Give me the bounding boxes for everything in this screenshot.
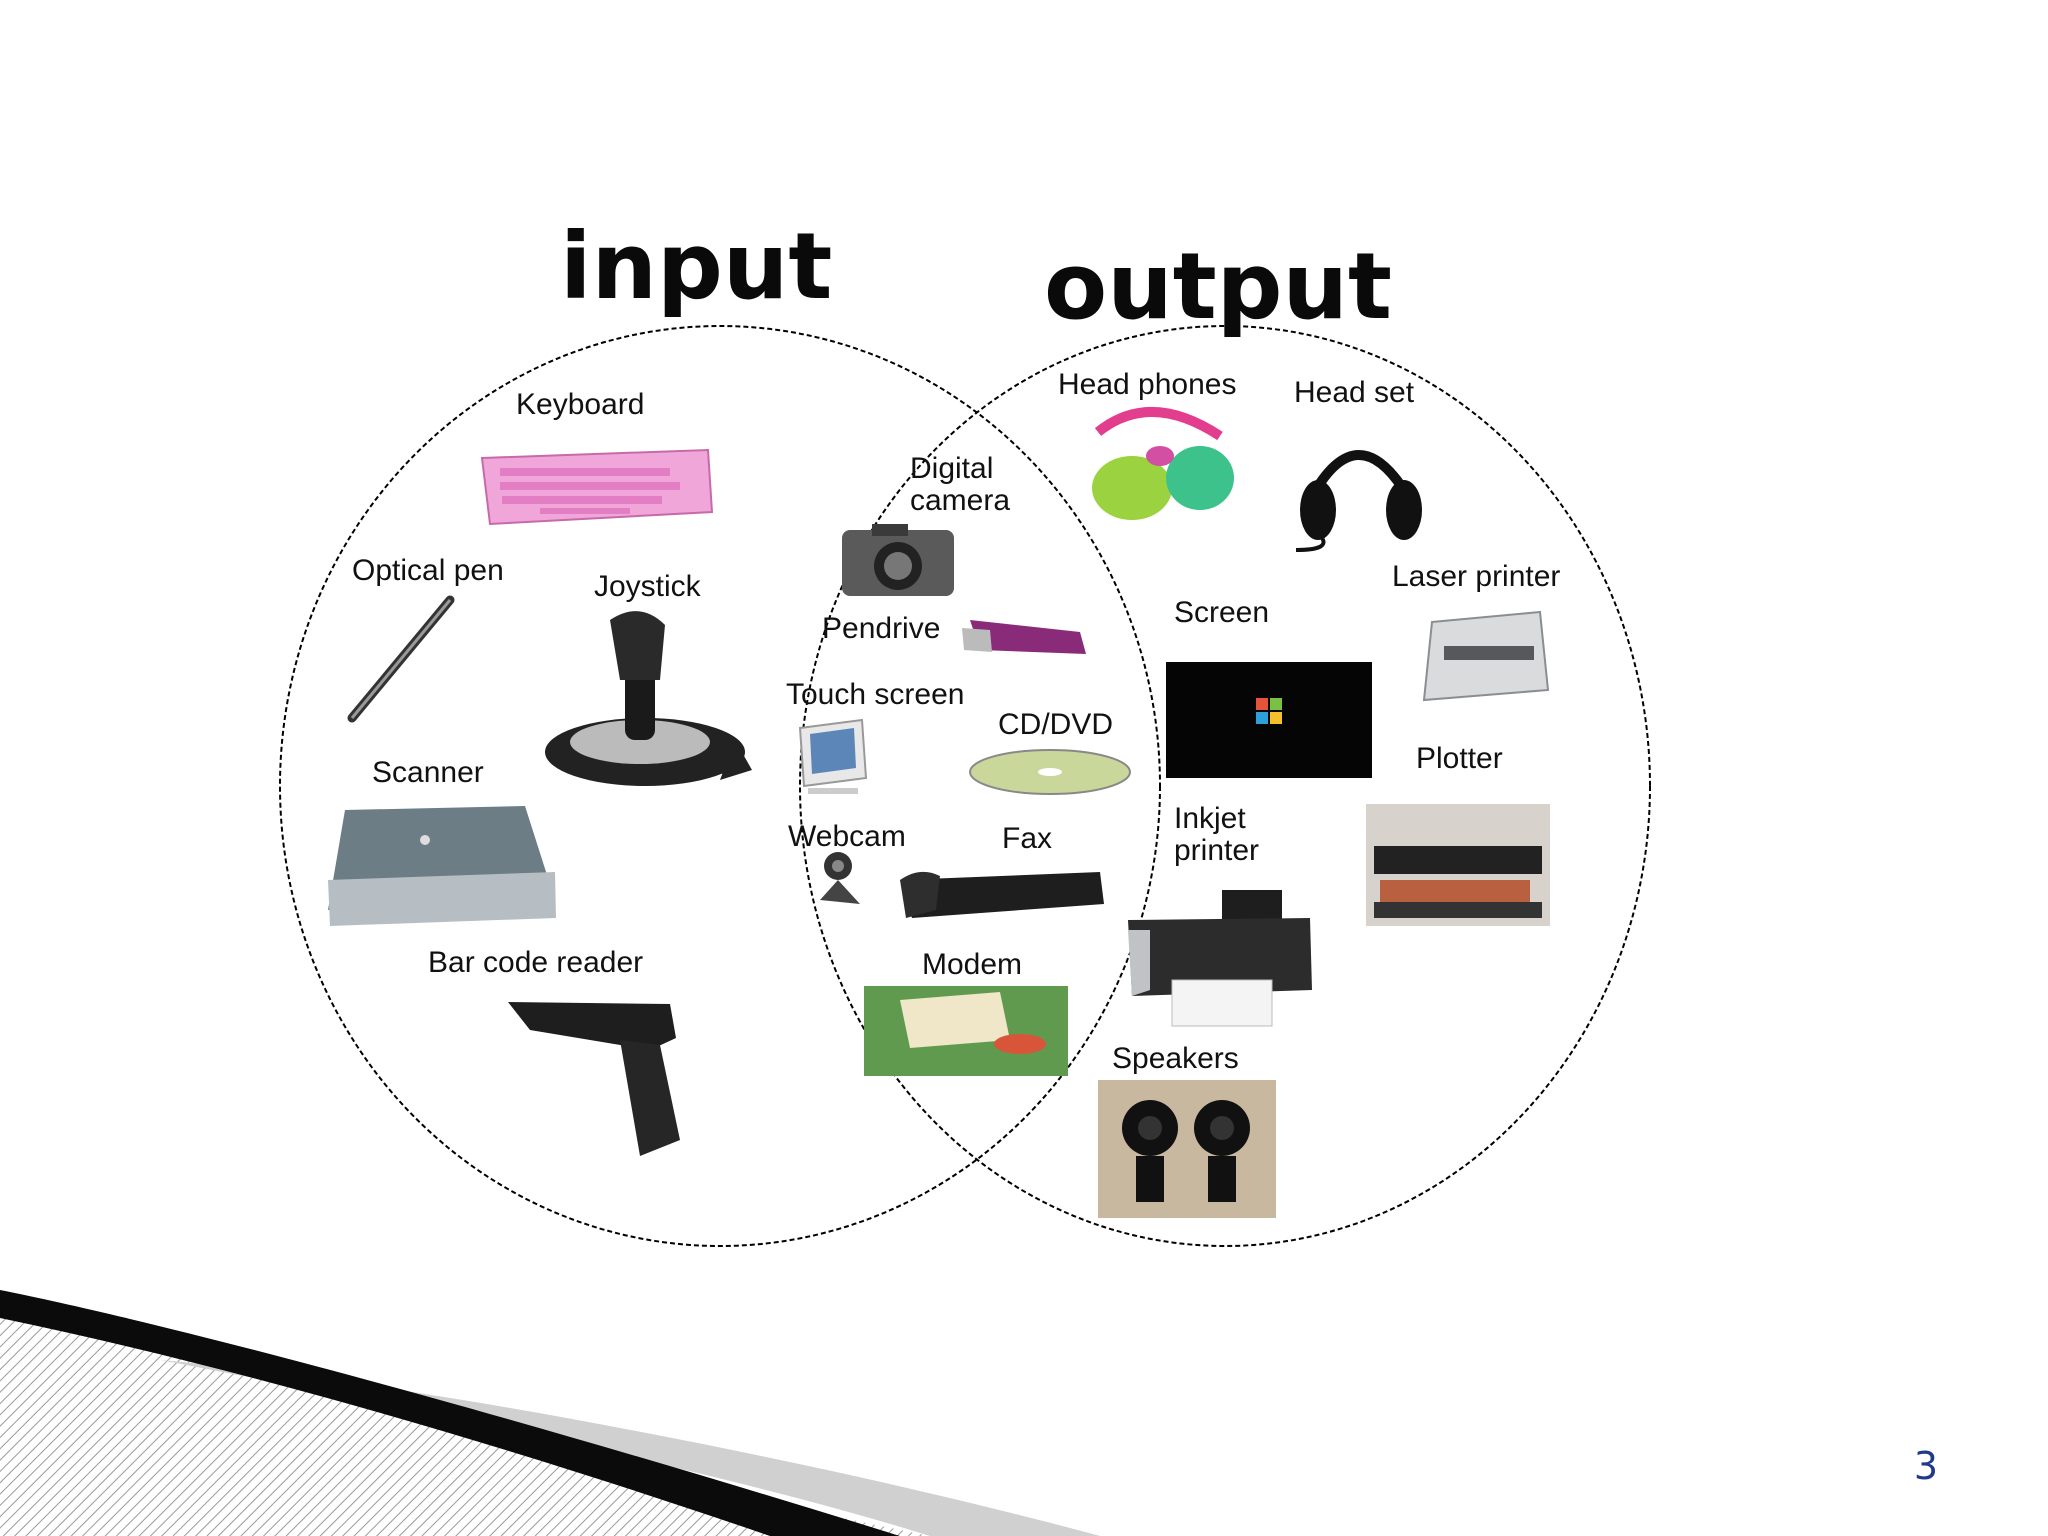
label-fax: Fax — [1002, 822, 1052, 855]
label-touch-screen: Touch screen — [786, 678, 964, 711]
label-head-set: Head set — [1294, 376, 1415, 409]
label-digital-camera-line1: Digital — [910, 452, 993, 485]
label-pendrive: Pendrive — [822, 612, 940, 645]
pendrive-icon — [962, 620, 1086, 654]
page-number: 3 — [1913, 1444, 1939, 1488]
label-inkjet-printer-line1: Inkjet — [1174, 802, 1246, 835]
bar-code-reader-icon — [508, 1002, 680, 1156]
label-laser-printer: Laser printer — [1392, 560, 1560, 593]
label-webcam: Webcam — [788, 820, 906, 853]
label-speakers: Speakers — [1112, 1042, 1239, 1075]
scanner-icon — [328, 806, 556, 926]
laser-printer-icon — [1422, 610, 1550, 702]
label-head-phones: Head phones — [1058, 368, 1236, 401]
label-plotter: Plotter — [1416, 742, 1503, 775]
touch-screen-icon — [798, 718, 868, 794]
decorative-swoosh — [0, 1290, 1100, 1536]
label-keyboard: Keyboard — [516, 388, 644, 421]
label-bar-code-reader: Bar code reader — [428, 946, 643, 979]
head-set-icon — [1295, 450, 1422, 552]
label-digital-camera-line2: camera — [910, 484, 1010, 517]
input-circle — [279, 325, 1161, 1247]
output-title: output — [1044, 233, 1392, 340]
label-modem: Modem — [922, 948, 1022, 981]
inkjet-printer-icon — [1128, 890, 1312, 1027]
joystick-icon — [545, 611, 752, 786]
plotter-icon — [1366, 804, 1550, 926]
label-cd-dvd: CD/DVD — [998, 708, 1113, 741]
label-inkjet-printer-line2: printer — [1174, 834, 1259, 867]
label-joystick: Joystick — [594, 570, 702, 603]
digital-camera-icon — [842, 524, 954, 596]
input-title: input — [560, 213, 832, 320]
optical-pen-icon — [347, 595, 455, 723]
label-screen: Screen — [1174, 596, 1269, 629]
label-optical-pen: Optical pen — [352, 554, 504, 587]
keyboard-icon — [480, 448, 714, 526]
fax-icon — [900, 871, 1104, 918]
head-phones-icon — [1092, 407, 1234, 520]
screen-icon — [1166, 662, 1372, 778]
cd-dvd-icon — [969, 749, 1131, 795]
webcam-icon — [820, 852, 860, 904]
label-scanner: Scanner — [372, 756, 484, 789]
output-circle — [799, 325, 1651, 1247]
modem-icon — [864, 986, 1068, 1076]
speakers-icon — [1098, 1080, 1276, 1218]
